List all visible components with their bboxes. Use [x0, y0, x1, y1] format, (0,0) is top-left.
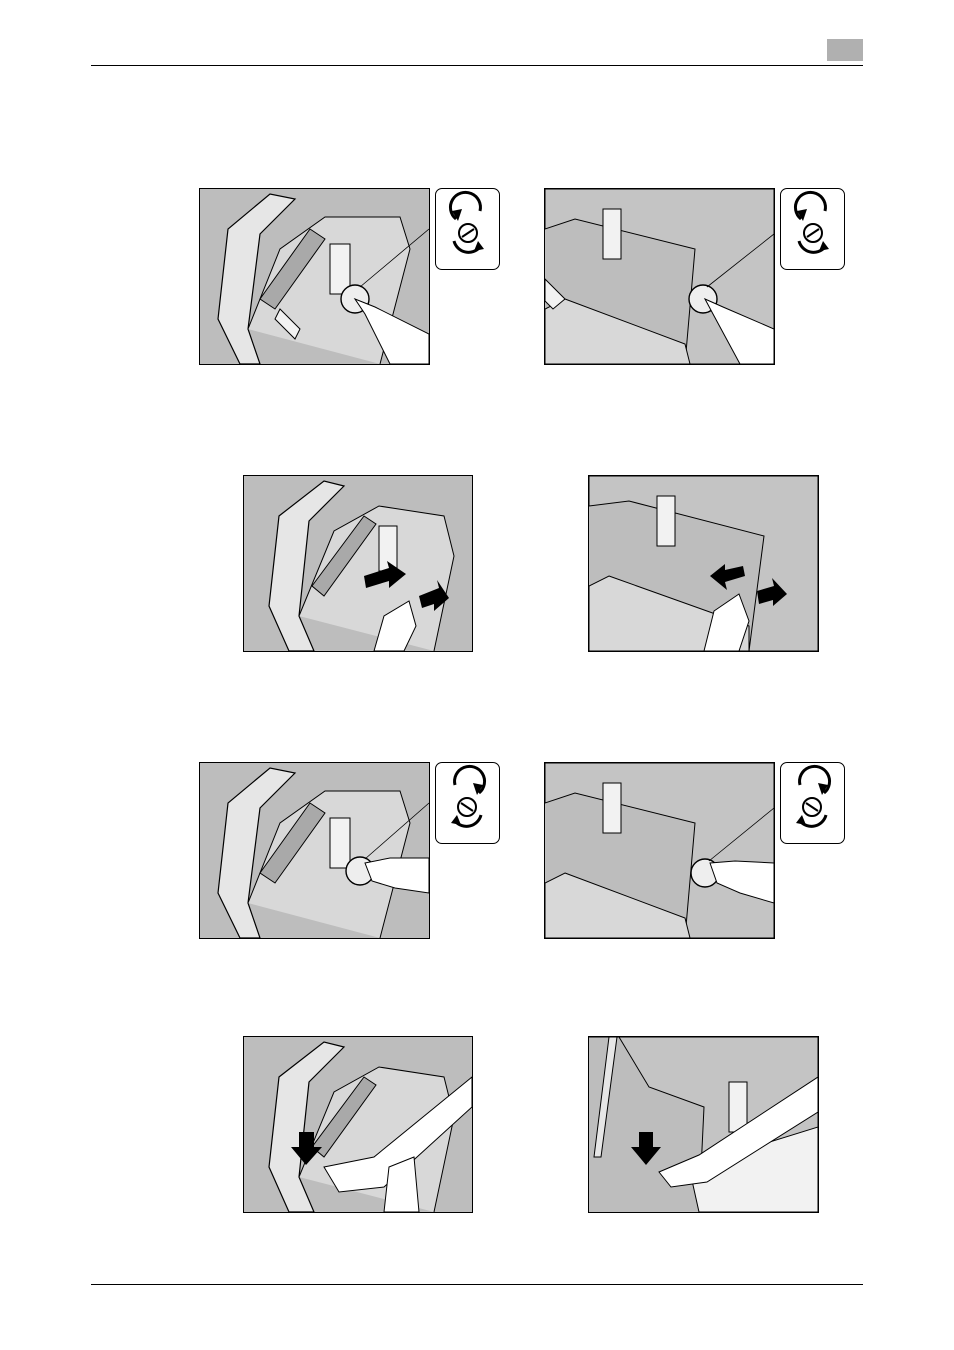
illustration-press-lever-right: [588, 1036, 819, 1213]
illustration-lock-guide-screw-right: [544, 762, 775, 939]
illustration-slide-guide-left: [243, 475, 473, 652]
illustration-press-lever-left: [243, 1036, 473, 1213]
footer-rule: [91, 1284, 863, 1285]
rotate-clockwise-callout-icon: [780, 762, 845, 844]
illustration-unlock-guide-screw-right: [544, 188, 775, 365]
illustration-unlock-guide-screw-left: [199, 188, 430, 365]
rotate-counterclockwise-callout-icon: [780, 188, 845, 270]
rotate-counterclockwise-callout-icon: [435, 188, 500, 270]
page-number-tab: [827, 39, 863, 61]
header-rule: [91, 65, 863, 66]
rotate-clockwise-callout-icon: [435, 762, 500, 844]
illustration-lock-guide-screw-left: [199, 762, 430, 939]
illustration-slide-guide-right: [588, 475, 819, 652]
